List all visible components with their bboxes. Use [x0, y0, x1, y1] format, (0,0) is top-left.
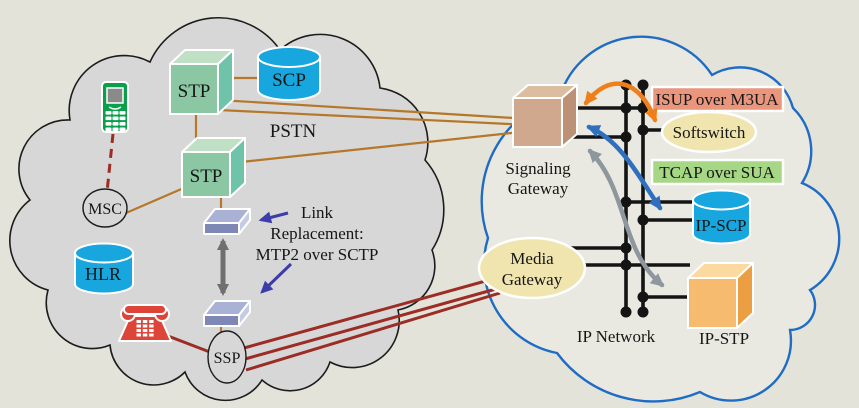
media-gateway-label-line1: Media	[510, 249, 554, 268]
msc-node	[82, 188, 128, 228]
isup-badge-label: ISUP over M3UA	[655, 90, 779, 109]
ip-stp-node	[687, 262, 754, 329]
isup-m3ua-arrow	[583, 81, 658, 123]
isup-badge	[650, 85, 785, 113]
link-msc-stp2	[125, 185, 187, 215]
tcap-badge-label: TCAP over SUA	[659, 163, 775, 182]
ip-stp-label: IP-STP	[699, 329, 749, 348]
ip-network-cloud-label: IP Network	[577, 327, 656, 346]
stp-node-bottom	[181, 137, 246, 198]
pointer-slab-bottom	[260, 262, 293, 294]
pointer-slab-top	[258, 211, 289, 224]
signaling-gateway-node	[512, 84, 578, 148]
sctp-link-slab-top	[203, 208, 251, 235]
desk-phone-keypad	[136, 320, 154, 337]
link-note-line2: Replacement:	[270, 224, 363, 243]
desk-telephone-icon	[118, 304, 172, 342]
mtp-ipstp-arrow	[587, 148, 665, 288]
scp-label: SCP	[272, 70, 306, 91]
mobile-phone-icon	[101, 81, 129, 133]
pstn-cloud-label: PSTN	[270, 121, 317, 142]
media-gateway-label-line2: Gateway	[502, 270, 563, 289]
trunk-ssp-mg-3	[245, 291, 501, 372]
ssp-label: SSP	[214, 350, 241, 367]
trunk-ssp-mg-2	[244, 285, 504, 361]
hlr-label: HLR	[85, 264, 121, 284]
voice-trunks	[105, 133, 504, 372]
ip-scp-label: IP-SCP	[695, 216, 746, 235]
signaling-gateway-label-line1: Signaling	[505, 159, 571, 178]
msc-label: MSC	[88, 201, 122, 218]
scp-node	[257, 46, 321, 101]
link-stp1-gateway-a	[218, 98, 531, 121]
stp-node-top	[169, 49, 234, 115]
stp-top-label: STP	[178, 81, 211, 102]
ssp-node	[207, 330, 247, 384]
stp-bottom-label: STP	[190, 166, 223, 187]
mobile-keypad	[105, 111, 126, 132]
phone-ssp-link	[167, 334, 216, 356]
hlr-node	[74, 242, 134, 295]
signaling-gateway-label-line2: Gateway	[508, 179, 569, 198]
softswitch-label: Softswitch	[673, 123, 746, 142]
link-note-line1: Link	[301, 203, 334, 222]
link-note-line3: MTP2 over SCTP	[256, 245, 379, 264]
link-stp2-gateway	[231, 129, 531, 165]
media-gateway-node	[477, 236, 587, 300]
sctp-link-slab-bottom	[203, 300, 251, 327]
link-stp1-gateway-b	[218, 108, 531, 127]
link-replacement-pointers	[258, 211, 293, 294]
trunk-ssp-mg-1	[243, 275, 501, 350]
tcap-badge	[650, 158, 785, 186]
ip-scp-node	[692, 189, 751, 245]
phone-msc-dashed-link	[105, 133, 115, 193]
